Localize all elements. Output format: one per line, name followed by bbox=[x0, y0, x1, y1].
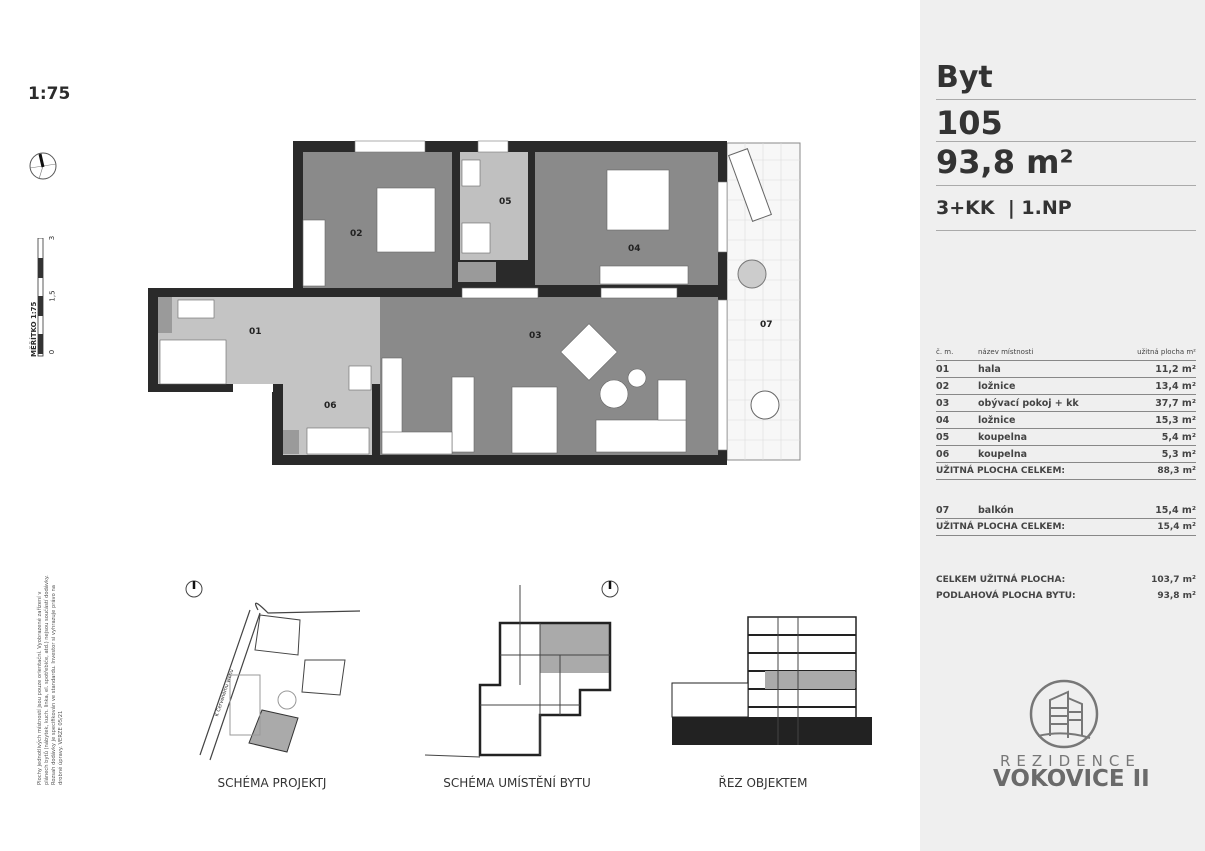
room-label-04: 04 bbox=[628, 244, 641, 254]
total-label: UŽITNÁ PLOCHA CELKEM: bbox=[936, 518, 1116, 536]
col-header-area: užitná plocha m² bbox=[1115, 344, 1196, 361]
logo-text-top: REZIDENCE bbox=[1000, 752, 1141, 770]
room-label-05: 05 bbox=[499, 197, 512, 207]
room-name: balkón bbox=[978, 502, 1116, 519]
room-label-07: 07 bbox=[760, 320, 773, 330]
furniture bbox=[159, 159, 689, 455]
col-header-name: název místnosti bbox=[978, 344, 1116, 361]
location-schema-label: SCHÉMA UMÍSTĚNÍ BYTU bbox=[443, 776, 591, 790]
total-row: UŽITNÁ PLOCHA CELKEM:15,4 m² bbox=[936, 518, 1196, 536]
room-label-02: 02 bbox=[350, 229, 363, 239]
total-value: 88,3 m² bbox=[1115, 462, 1196, 480]
grand-total-row: CELKEM UŽITNÁ PLOCHA: 103,7 m² bbox=[936, 572, 1196, 588]
logo-icon bbox=[1029, 679, 1099, 749]
apartment-area: 93,8 m² bbox=[936, 143, 1074, 181]
grand-total-value: 103,7 m² bbox=[1151, 575, 1196, 585]
project-schema bbox=[185, 580, 361, 761]
col-header-number: č. m. bbox=[936, 344, 978, 361]
apartment-number: 105 bbox=[936, 104, 1003, 142]
room-number: 02 bbox=[936, 377, 978, 395]
disclaimer-text: Plochy jednotlivých místností jsou pouze… bbox=[37, 575, 64, 785]
room-number: 07 bbox=[936, 502, 978, 519]
total-label: UŽITNÁ PLOCHA CELKEM: bbox=[936, 462, 1116, 480]
room-number: 05 bbox=[936, 428, 978, 446]
floor-plan: 02 05 04 01 03 06 07 bbox=[148, 140, 801, 465]
room-area: 5,3 m² bbox=[1115, 445, 1196, 463]
floor-area-label: PODLAHOVÁ PLOCHA BYTU: bbox=[936, 591, 1076, 601]
room-name: ložnice bbox=[978, 411, 1116, 429]
floor-value: | 1.NP bbox=[1007, 197, 1072, 219]
total-row: UŽITNÁ PLOCHA CELKEM:88,3 m² bbox=[936, 462, 1196, 480]
total-value: 15,4 m² bbox=[1115, 518, 1196, 536]
room-name: ložnice bbox=[978, 377, 1116, 395]
scale-label: 1:75 bbox=[28, 84, 71, 104]
floor-area-row: PODLAHOVÁ PLOCHA BYTU: 93,8 m² bbox=[936, 588, 1196, 604]
room-area: 13,4 m² bbox=[1115, 377, 1196, 395]
info-panel: Byt 105 93,8 m² 3+KK | 1.NP č. m.název m… bbox=[920, 0, 1205, 851]
room-name: koupelna bbox=[978, 445, 1116, 463]
section-schema-label: ŘEZ OBJEKTEM bbox=[718, 776, 808, 790]
room-number: 03 bbox=[936, 394, 978, 412]
layout-value: 3+KK bbox=[936, 197, 995, 219]
room-name: koupelna bbox=[978, 428, 1116, 446]
scale-bar bbox=[37, 238, 44, 357]
apartment-layout: 3+KK | 1.NP bbox=[936, 197, 1072, 219]
location-schema bbox=[424, 580, 619, 758]
grand-total-label: CELKEM UŽITNÁ PLOCHA: bbox=[936, 575, 1066, 585]
room-label-01: 01 bbox=[249, 327, 262, 337]
room-number: 01 bbox=[936, 360, 978, 378]
room-area: 37,7 m² bbox=[1115, 394, 1196, 412]
project-schema-label: SCHÉMA PROJEKTJ bbox=[217, 776, 327, 790]
room-name: obývací pokoj + kk bbox=[978, 394, 1116, 412]
section-schema bbox=[671, 616, 872, 745]
logo-text-bottom: VOKOVICE II bbox=[993, 766, 1150, 792]
room-area: 15,3 m² bbox=[1115, 411, 1196, 429]
floor-area-value: 93,8 m² bbox=[1157, 591, 1196, 601]
north-arrow-icon bbox=[29, 152, 57, 180]
room-number: 06 bbox=[936, 445, 978, 463]
room-name: hala bbox=[978, 360, 1116, 378]
room-area: 5,4 m² bbox=[1115, 428, 1196, 446]
room-area: 11,2 m² bbox=[1115, 360, 1196, 378]
room-label-03: 03 bbox=[529, 331, 542, 341]
room-number: 04 bbox=[936, 411, 978, 429]
room-label-06: 06 bbox=[324, 401, 337, 411]
apartment-type-label: Byt bbox=[936, 60, 993, 95]
balcony-07 bbox=[726, 142, 801, 461]
room-area: 15,4 m² bbox=[1115, 502, 1196, 519]
